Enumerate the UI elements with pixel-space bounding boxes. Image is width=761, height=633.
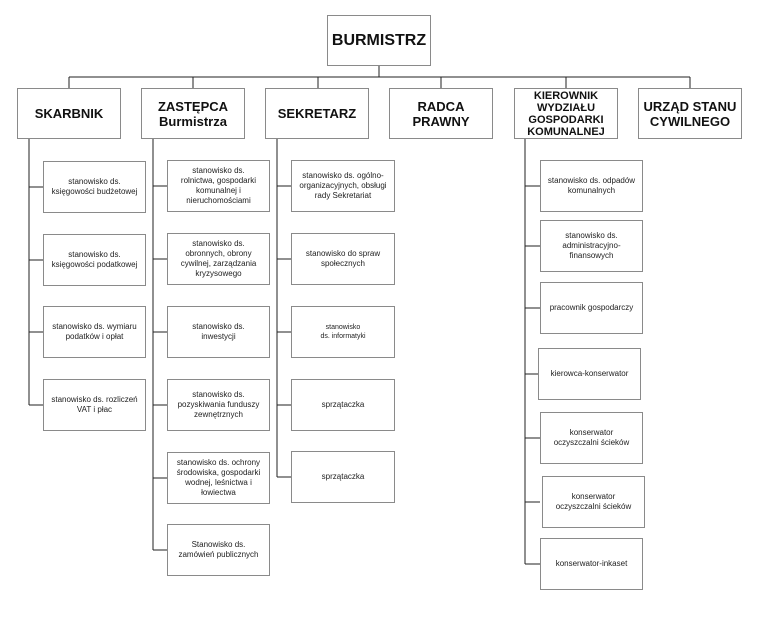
position-box: kierowca-konserwator xyxy=(538,348,641,400)
usc-box: URZĄD STANU CYWILNEGO xyxy=(638,88,742,139)
burmistrz-label: BURMISTRZ xyxy=(331,31,427,49)
position-box: stanowisko ds. odpadów komunalnych xyxy=(540,160,643,212)
position-box: konserwator-inkaset xyxy=(540,538,643,590)
position-label: stanowisko ds. wymiaru podatków i opłat xyxy=(52,322,137,341)
position-label: konserwator-inkaset xyxy=(555,559,628,568)
position-box: stanowisko ds. informatyki xyxy=(291,306,395,358)
position-box: stanowisko ds. pozyskiwania funduszy zew… xyxy=(167,379,270,431)
position-label: stanowisko do spraw społecznych xyxy=(305,249,381,268)
position-label: stanowisko ds. informatyki xyxy=(320,324,366,340)
position-box: sprzątaczka xyxy=(291,379,395,431)
zastepca-box: ZASTĘPCA Burmistrza xyxy=(141,88,245,139)
position-box: stanowisko ds. ogólno- organizacyjnych, … xyxy=(291,160,395,212)
position-label: pracownik gospodarczy xyxy=(549,303,634,312)
position-label: stanowisko ds. odpadów komunalnych xyxy=(547,176,636,195)
position-box: stanowisko ds. rolnictwa, gospodarki kom… xyxy=(167,160,270,212)
position-box: stanowisko ds. inwestycji xyxy=(167,306,270,358)
position-label: stanowisko ds. księgowości budżetowej xyxy=(51,177,138,196)
position-box: stanowisko ds. księgowości podatkowej xyxy=(43,234,146,286)
usc-label: URZĄD STANU CYWILNEGO xyxy=(643,98,737,129)
position-label: stanowisko ds. administracyjno- finansow… xyxy=(562,231,621,260)
position-box: Stanowisko ds. zamówień publicznych xyxy=(167,524,270,576)
position-label: stanowisko ds. obronnych, obrony cywilne… xyxy=(180,239,257,278)
position-label: sprzątaczka xyxy=(321,472,365,481)
position-label: kierowca-konserwator xyxy=(550,369,629,378)
kierownik-box: KIEROWNIK WYDZIAŁU GOSPODARKI KOMUNALNEJ xyxy=(514,88,618,139)
position-box: pracownik gospodarczy xyxy=(540,282,643,334)
position-box: stanowisko ds. rozliczeń VAT i płac xyxy=(43,379,146,431)
position-box: stanowisko ds. księgowości budżetowej xyxy=(43,161,146,213)
radca-prawny-box: RADCA PRAWNY xyxy=(389,88,493,139)
sekretarz-box: SEKRETARZ xyxy=(265,88,369,139)
kierownik-label: KIEROWNIK WYDZIAŁU GOSPODARKI KOMUNALNEJ xyxy=(527,89,605,138)
position-box: stanowisko ds. ochrony środowiska, gospo… xyxy=(167,452,270,504)
position-box: stanowisko ds. wymiaru podatków i opłat xyxy=(43,306,146,358)
skarbnik-label: SKARBNIK xyxy=(34,106,104,121)
skarbnik-box: SKARBNIK xyxy=(17,88,121,139)
radca-prawny-label: RADCA PRAWNY xyxy=(412,98,470,129)
position-label: stanowisko ds. ogólno- organizacyjnych, … xyxy=(299,171,387,200)
connector-lines xyxy=(28,66,691,565)
position-box: sprzątaczka xyxy=(291,451,395,503)
burmistrz-box: BURMISTRZ xyxy=(327,15,431,66)
position-box: konserwator oczyszczalni ścieków xyxy=(540,412,643,464)
position-box: konserwator oczyszczalni ścieków xyxy=(542,476,645,528)
position-label: stanowisko ds. księgowości podatkowej xyxy=(51,250,138,269)
position-label: stanowisko ds. ochrony środowiska, gospo… xyxy=(176,458,261,497)
position-label: stanowisko ds. rozliczeń VAT i płac xyxy=(51,395,138,414)
position-label: konserwator oczyszczalni ścieków xyxy=(553,428,630,447)
zastepca-label: ZASTĘPCA Burmistrza xyxy=(157,98,229,129)
position-label: sprzątaczka xyxy=(321,400,365,409)
sekretarz-label: SEKRETARZ xyxy=(277,106,357,121)
position-label: konserwator oczyszczalni ścieków xyxy=(555,492,632,511)
position-box: stanowisko ds. obronnych, obrony cywilne… xyxy=(167,233,270,285)
position-label: stanowisko ds. inwestycji xyxy=(192,322,245,341)
position-label: stanowisko ds. rolnictwa, gospodarki kom… xyxy=(180,166,257,205)
position-box: stanowisko ds. administracyjno- finansow… xyxy=(540,220,643,272)
position-label: Stanowisko ds. zamówień publicznych xyxy=(178,540,259,559)
position-box: stanowisko do spraw społecznych xyxy=(291,233,395,285)
position-label: stanowisko ds. pozyskiwania funduszy zew… xyxy=(177,390,260,419)
